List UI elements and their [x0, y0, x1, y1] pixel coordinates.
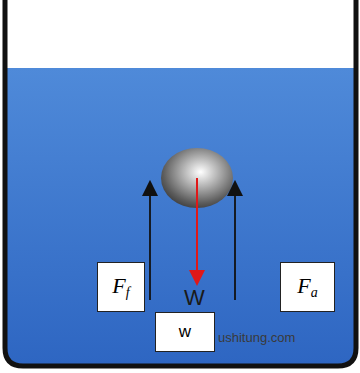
beaker-wall: [5, 0, 356, 366]
force-arrow: [234, 188, 236, 300]
weight-label-box: w: [155, 312, 215, 352]
subscript: f: [126, 285, 130, 300]
symbol: F: [297, 273, 310, 298]
label-text: Ff: [112, 273, 129, 301]
force-arrow: [149, 188, 151, 300]
weight-arrow: [196, 178, 198, 278]
force-label-box: Ff: [97, 262, 145, 312]
watermark: ushitung.com: [218, 330, 295, 345]
force-label-box: Fa: [280, 262, 335, 312]
label-text: w: [179, 322, 191, 342]
water: [6, 68, 355, 364]
label-text: Fa: [297, 273, 317, 301]
subscript: a: [311, 285, 318, 300]
symbol: F: [112, 273, 125, 298]
weight-symbol: W: [184, 285, 205, 311]
